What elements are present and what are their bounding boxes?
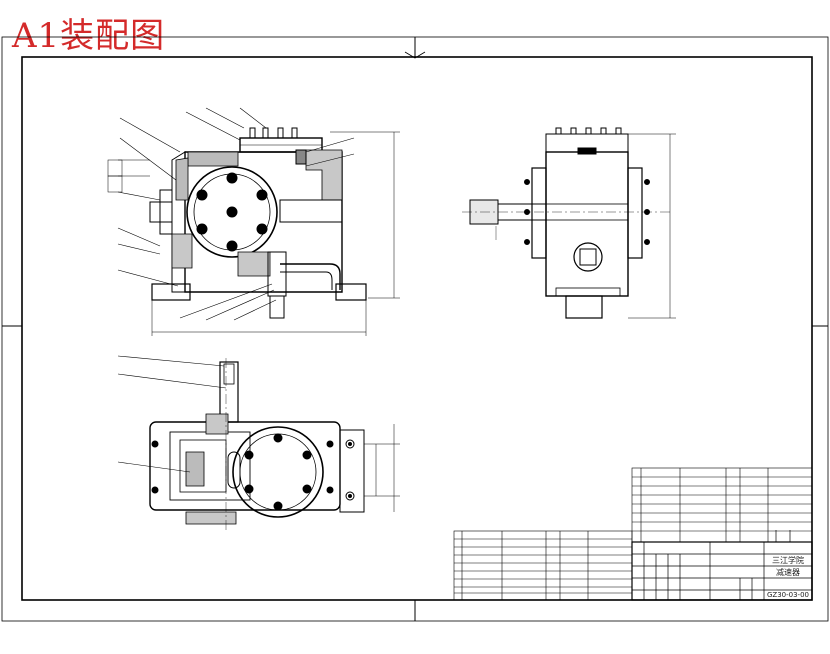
front-view xyxy=(107,107,400,336)
parts-list-upper xyxy=(631,467,813,543)
parts-list-lower xyxy=(453,530,633,601)
title-block xyxy=(631,530,813,601)
sheet-stamp-label: A1装配图 xyxy=(12,16,166,56)
title-drawing-name: 减速器 xyxy=(776,567,800,577)
side-view xyxy=(462,127,676,319)
title-drawing-number: GZ30-03-00 xyxy=(767,591,809,599)
top-view xyxy=(117,355,400,530)
title-company: 三江学院 xyxy=(772,555,804,565)
sheet-frame xyxy=(1,36,829,622)
